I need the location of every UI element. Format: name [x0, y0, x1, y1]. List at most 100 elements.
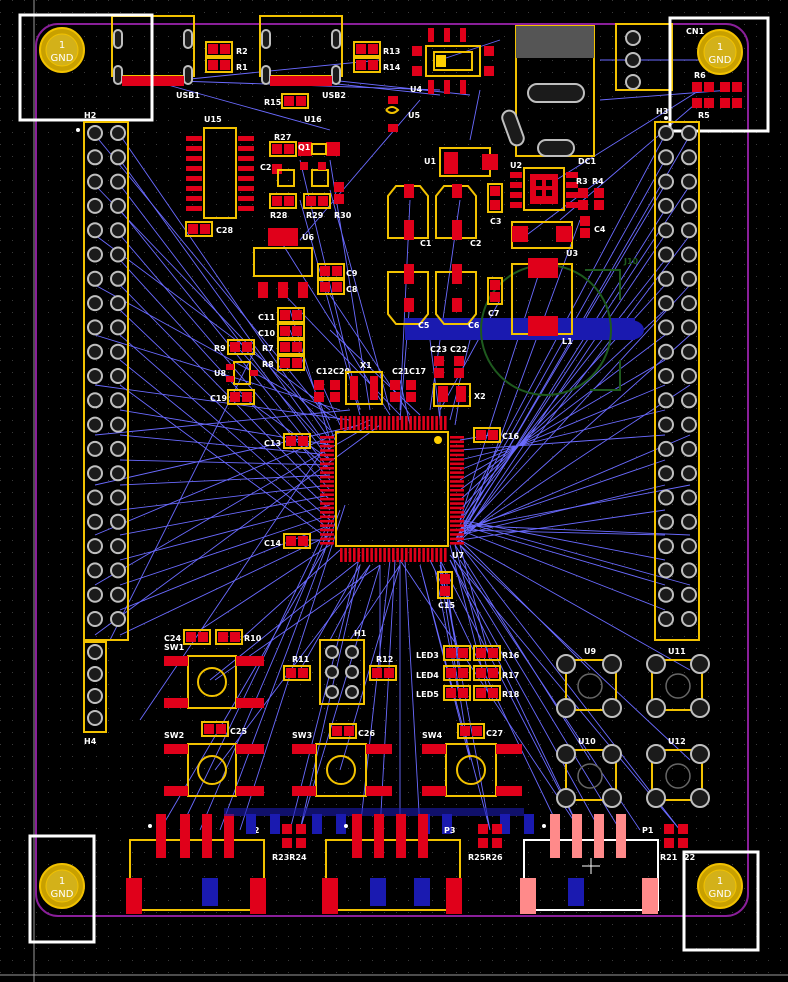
module-u11[interactable]: U11 — [646, 647, 710, 718]
crystal-x1[interactable]: X1 — [345, 361, 383, 405]
header-pin[interactable] — [658, 222, 674, 239]
resistor-r4[interactable]: R4 — [592, 177, 604, 210]
cap-c19[interactable]: C19 — [210, 389, 255, 405]
resistor-r16[interactable]: R16 — [473, 645, 520, 661]
ic-u2[interactable]: U2 — [510, 161, 578, 211]
header-h4[interactable]: H4 — [83, 641, 107, 746]
mcu-u7[interactable]: U7 — [320, 416, 464, 562]
resistor-r1[interactable]: R1 — [205, 57, 248, 73]
mount-hole-top-left[interactable]: 1 GND — [18, 13, 154, 122]
header-pin[interactable] — [87, 611, 103, 627]
cap-c21-c17[interactable]: C21C17 — [390, 367, 426, 402]
header-pin[interactable] — [87, 222, 103, 239]
led-5[interactable]: LED5 — [416, 685, 471, 701]
header-pin[interactable] — [681, 149, 697, 166]
cap-c12-c20[interactable]: C12C20 — [314, 367, 350, 402]
header-pin[interactable] — [87, 513, 103, 530]
header-pin[interactable] — [658, 149, 674, 166]
resistor-r12[interactable]: R12 — [369, 655, 397, 681]
header-pin[interactable] — [110, 392, 126, 409]
cap-c22[interactable]: C22 — [450, 345, 467, 378]
header-pin[interactable] — [110, 416, 126, 433]
header-pin[interactable] — [87, 644, 103, 660]
header-pin[interactable] — [681, 538, 697, 555]
header-pin[interactable] — [110, 538, 126, 555]
header-pin[interactable] — [658, 538, 674, 555]
button-sw3[interactable]: SW3 — [292, 731, 392, 797]
resistor-r5[interactable]: R5 — [692, 98, 742, 120]
header-pin[interactable] — [110, 246, 126, 263]
u5[interactable]: U5 — [385, 96, 420, 132]
resistor-r28[interactable]: R28 — [269, 193, 297, 220]
header-pin[interactable] — [87, 538, 103, 555]
header-h2[interactable]: H2 — [83, 111, 129, 641]
resistor-r2[interactable]: R2 — [205, 41, 248, 57]
resistor-r17[interactable]: R17 — [473, 665, 519, 681]
header-pin[interactable] — [87, 465, 103, 482]
ic-u16[interactable] — [277, 162, 329, 187]
resistor-r30[interactable]: R30 — [334, 182, 352, 220]
header-pin[interactable] — [681, 465, 697, 482]
header-pin[interactable] — [87, 562, 103, 579]
header-pin[interactable] — [658, 197, 674, 214]
connector-cn1[interactable]: CN1 — [615, 23, 705, 91]
header-pin[interactable] — [658, 295, 674, 312]
header-pin[interactable] — [681, 440, 697, 457]
ic-u8[interactable]: U8 — [214, 361, 258, 385]
header-pin[interactable] — [110, 149, 126, 166]
resistor-r9[interactable]: R9 — [214, 339, 255, 355]
header-pin[interactable] — [110, 368, 126, 384]
header-pin[interactable] — [87, 173, 103, 190]
mount-hole-bottom-left[interactable]: 1 GND — [28, 834, 96, 944]
button-sw4[interactable]: SW4 — [422, 731, 522, 797]
header-pin[interactable] — [87, 270, 103, 287]
header-pin[interactable] — [658, 319, 674, 336]
cap-c7[interactable]: C7 — [487, 277, 503, 318]
resistor-r27[interactable]: R27 — [269, 133, 297, 157]
bottom-copper-trace[interactable] — [405, 318, 635, 340]
cap-c23[interactable]: C23 — [430, 345, 447, 378]
header-pin[interactable] — [110, 197, 126, 214]
header-pin[interactable] — [681, 513, 697, 530]
header-pin[interactable] — [87, 343, 103, 360]
header-pin[interactable] — [87, 319, 103, 336]
cap-c27[interactable]: C27 — [457, 723, 503, 739]
header-h3[interactable]: H3 — [654, 107, 700, 641]
header-pin[interactable] — [110, 173, 126, 190]
cap-c15[interactable]: C15 — [437, 571, 455, 610]
resistor-r3[interactable]: R3 — [576, 177, 588, 210]
cap-c24[interactable]: C24 — [164, 629, 211, 645]
header-pin[interactable] — [87, 368, 103, 384]
header-pin[interactable] — [87, 392, 103, 409]
header-pin[interactable] — [658, 489, 674, 506]
header-pin[interactable] — [110, 343, 126, 360]
header-pin[interactable] — [658, 343, 674, 360]
cap-c11[interactable]: C11 — [258, 307, 305, 323]
header-pin[interactable] — [87, 440, 103, 457]
header-pin[interactable] — [658, 173, 674, 190]
ic-u3[interactable]: U3 — [511, 221, 578, 258]
header-pin[interactable] — [110, 611, 126, 627]
cap-c16[interactable]: C16 — [473, 427, 519, 443]
ic-u15[interactable]: U15 — [186, 115, 254, 219]
cap-c25[interactable]: C25 — [201, 721, 247, 737]
header-pin[interactable] — [658, 270, 674, 287]
header-pin[interactable] — [87, 688, 103, 704]
resistor-r10[interactable]: R10 — [215, 629, 262, 645]
connector-p2[interactable]: P2 — [126, 814, 266, 914]
cap-c14[interactable]: C14 — [264, 533, 311, 549]
header-pin[interactable] — [110, 440, 126, 457]
connector-p3[interactable]: P3 — [322, 814, 462, 914]
header-pin[interactable] — [87, 666, 103, 682]
module-u9[interactable]: U9 — [556, 647, 622, 718]
inductor-l1[interactable]: L1 — [511, 258, 573, 346]
header-pin[interactable] — [681, 246, 697, 263]
header-pin[interactable] — [87, 149, 103, 166]
button-sw1[interactable]: SW1 — [164, 643, 264, 709]
dc-jack-dc1[interactable]: DC1 — [500, 25, 597, 166]
resistor-r15[interactable]: R15 — [264, 93, 309, 109]
mount-hole-top-right[interactable]: 1 GND — [668, 16, 770, 133]
header-pin[interactable] — [87, 586, 103, 603]
regulator-u1[interactable]: U1 — [424, 147, 498, 177]
header-pin[interactable] — [681, 222, 697, 239]
